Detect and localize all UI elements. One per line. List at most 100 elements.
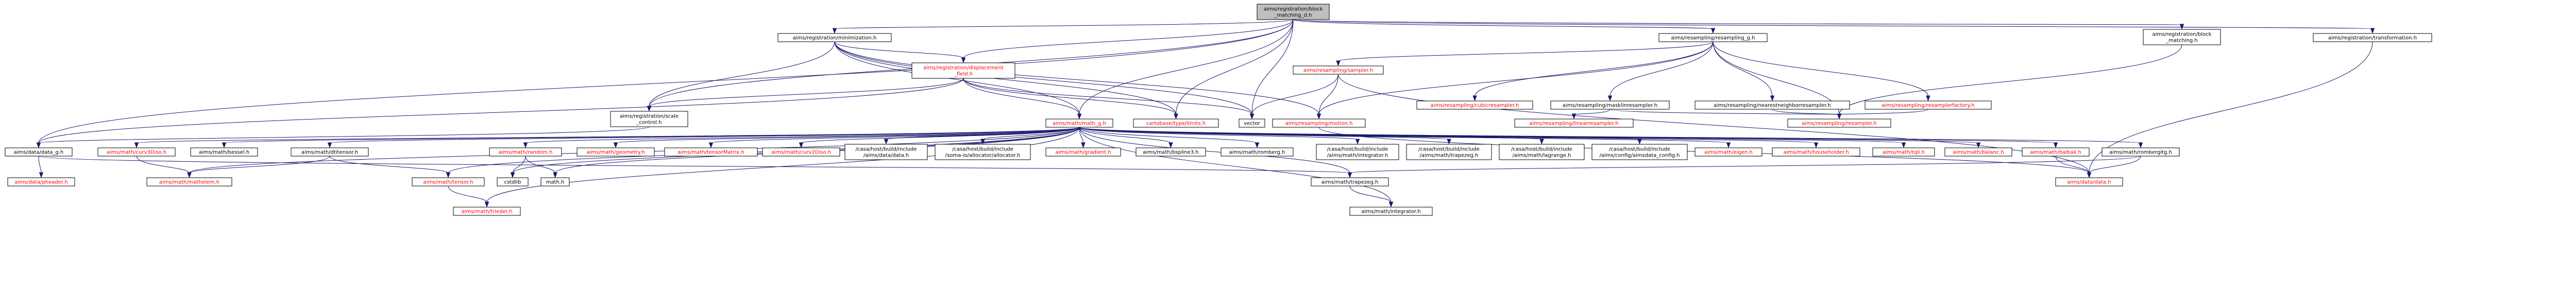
node-box — [935, 144, 1031, 160]
node-bessel[interactable]: aims/math/bessel.h — [190, 147, 258, 157]
node-label-line: cstdlib — [504, 180, 521, 185]
node-integrator[interactable]: aims/math/integrator.h — [1349, 207, 1433, 216]
node-label-line: aims/math/tensor.h — [423, 180, 473, 185]
node-random[interactable]: aims/math/random.h — [489, 147, 562, 157]
edge-root-to-vector — [1249, 19, 1294, 120]
node-tensorMatrix[interactable]: aims/math/tensorMatrix.h — [664, 147, 758, 157]
node-casa_data[interactable]: /casa/host/build/include/aims/data/data.… — [844, 144, 928, 160]
node-minimization[interactable]: aims/registration/minimization.h — [777, 33, 892, 42]
edge-dtitensor-to-mathelem — [187, 156, 330, 178]
node-transformation[interactable]: aims/registration/transformation.h — [2313, 33, 2432, 42]
node-rombergitg[interactable]: aims/math/rombergitg.h — [2102, 147, 2180, 157]
node-box — [1787, 118, 1891, 128]
node-label-line: /aims/data/data.h — [863, 153, 909, 159]
node-box — [664, 147, 758, 157]
node-label-line: _field.h — [954, 72, 973, 77]
node-box — [2055, 177, 2123, 187]
node-label-line: aims/registration/transformation.h — [2328, 36, 2417, 41]
node-math_h[interactable]: math.h — [540, 177, 570, 187]
node-trapezeg[interactable]: aims/math/trapezeg.h — [1311, 177, 1389, 187]
node-balbak[interactable]: aims/math/balbak.h — [2022, 147, 2090, 157]
node-label-line: aims/registration/displacement — [923, 65, 1004, 71]
node-casa_lagrange[interactable]: /casa/host/build/include/aims/math/lagra… — [1499, 144, 1585, 160]
node-cubicresampler[interactable]: aims/resampling/cubicresampler.h — [1416, 100, 1533, 110]
edge-resampling_g-to-cubicresampler — [1472, 41, 1714, 101]
node-sampler[interactable]: aims/resampling/sampler.h — [1293, 65, 1384, 75]
edge-resampling_g-to-sampler — [1336, 41, 1714, 66]
node-pheader[interactable]: aims/data/pheader.h — [7, 177, 75, 187]
edge-sampler-to-data_h — [1338, 74, 2092, 178]
node-resamplerfactory[interactable]: aims/resampling/resamplerfactory.h — [1865, 100, 1992, 110]
node-curv2Diso[interactable]: aims/math/curv2Diso.h — [762, 147, 840, 157]
node-box — [762, 147, 840, 157]
node-data_g[interactable]: aims/data/data_g.h — [5, 147, 73, 157]
node-balanc[interactable]: aims/math/balanc.h — [1944, 147, 2012, 157]
node-data_h[interactable]: aims/data/data.h — [2055, 177, 2123, 187]
edge-sampler-to-vector — [1249, 74, 1338, 120]
edge-curv3Diso-to-mathelem — [136, 156, 192, 178]
node-label-line: aims/registration/minimization.h — [793, 36, 877, 41]
node-casa_trapezeg[interactable]: /casa/host/build/include/aims/math/trape… — [1406, 144, 1492, 160]
edge-tensor-to-trieder — [448, 185, 489, 208]
edge-root-to-block_matching — [1293, 19, 2184, 30]
edge-displacement-to-scale_control — [647, 78, 964, 112]
node-dtitensor[interactable]: aims/math/dtitensor.h — [291, 147, 369, 157]
node-curv3Diso[interactable]: aims/math/curv3Diso.h — [97, 147, 176, 157]
node-box — [777, 33, 892, 42]
edge-resamplerfactory-to-resampler — [1837, 109, 1928, 120]
node-tqli[interactable]: aims/math/tqli.h — [1872, 147, 1935, 157]
node-tensor[interactable]: aims/math/tensor.h — [412, 177, 485, 187]
node-resampling_g[interactable]: aims/resampling/resampling_g.h — [1658, 33, 1768, 42]
node-box — [2102, 147, 2180, 157]
node-label-line: _matching_d.h — [1274, 13, 1312, 19]
node-label-line: /casa/host/build/include — [1609, 147, 1670, 153]
node-eigen[interactable]: aims/math/eigen.h — [1694, 147, 1762, 157]
edge-math_g-to-householder — [1079, 127, 1819, 148]
node-box — [1591, 144, 1688, 160]
node-casa_integrator[interactable]: /casa/host/build/include/aims/math/integ… — [1316, 144, 1399, 160]
node-casa_soma[interactable]: /casa/host/build/include/soma-io/allocat… — [935, 144, 1031, 160]
node-bspline[interactable]: aims/math/bspline3.h — [1136, 147, 1206, 157]
node-resampler[interactable]: aims/resampling/resampler.h — [1787, 118, 1891, 128]
node-box — [1658, 33, 1768, 42]
node-scale_control[interactable]: aims/registration/scale_control.h — [610, 111, 688, 127]
node-romberg[interactable]: aims/math/romberg.h — [1221, 147, 1294, 157]
node-householder[interactable]: aims/math/householder.h — [1772, 147, 1860, 157]
node-vector[interactable]: vector — [1239, 118, 1265, 128]
node-trieder[interactable]: aims/math/trieder.h — [453, 207, 521, 216]
edge-block_matching-to-resampler — [1837, 44, 2182, 120]
node-label-line: aims/resampling/resampler.h — [1802, 121, 1876, 127]
node-gradient[interactable]: aims/math/gradient.h — [1045, 147, 1121, 157]
node-label-line: aims/math/romberg.h — [1229, 150, 1285, 156]
node-label-line: /soma-io/allocator/allocator.h — [945, 153, 1021, 159]
node-nearestneighbor[interactable]: aims/resampling/nearestneighborresampler… — [1694, 100, 1850, 110]
node-label-line: aims/math/gradient.h — [1055, 150, 1111, 156]
node-cstdlib[interactable]: cstdlib — [497, 177, 529, 187]
edge-resampling_g-to-nearestneighbor — [1713, 41, 1775, 101]
node-motion[interactable]: aims/resampling/motion.h — [1272, 118, 1366, 128]
node-label-line: aims/math/rombergitg.h — [2109, 150, 2172, 156]
edge-math_g-to-dtitensor — [327, 127, 1080, 148]
node-casa_config[interactable]: /casa/host/build/include/aims/config/aim… — [1591, 144, 1688, 160]
node-limits[interactable]: cartobase/type/limits.h — [1133, 118, 1219, 128]
node-label-line: aims/resampling/sampler.h — [1303, 68, 1373, 74]
node-linearresampler[interactable]: aims/resampling/linearresampler.h — [1514, 118, 1634, 128]
edge-resampling_g-to-resamplerfactory — [1713, 41, 1930, 101]
node-masklinresampler[interactable]: aims/resampling/masklinresampler.h — [1550, 100, 1670, 110]
edge-minimization-to-vector — [834, 41, 1255, 120]
node-box — [1349, 207, 1433, 216]
node-label-line: aims/math/trieder.h — [462, 209, 513, 215]
node-geometry[interactable]: aims/math/geometry.h — [577, 147, 655, 157]
node-displacement[interactable]: aims/registration/displacement_field.h — [911, 62, 1015, 79]
node-box — [1293, 65, 1384, 75]
edge-resampling_g-to-masklinresampler — [1607, 41, 1714, 101]
node-label-line: math.h — [546, 180, 565, 185]
node-label-line: aims/registration/block — [2153, 32, 2212, 38]
node-box — [1045, 147, 1121, 157]
node-label-line: aims/math/bspline3.h — [1143, 150, 1199, 156]
node-block_matching[interactable]: aims/registration/block_matching.h — [2143, 29, 2221, 45]
node-mathelem[interactable]: aims/math/mathelem.h — [146, 177, 232, 187]
node-label-line: /casa/host/build/include — [952, 147, 1013, 153]
node-math_g[interactable]: aims/math/math_g.h — [1045, 118, 1113, 128]
